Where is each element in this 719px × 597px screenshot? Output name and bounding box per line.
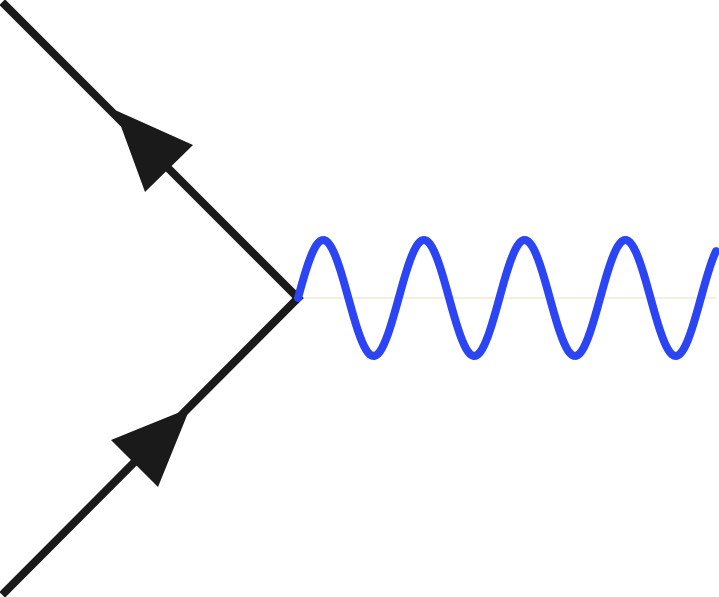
upper-arrow-icon bbox=[115, 110, 193, 192]
lower-arrow-icon bbox=[111, 408, 190, 487]
photon-wavy-line bbox=[294, 235, 719, 361]
